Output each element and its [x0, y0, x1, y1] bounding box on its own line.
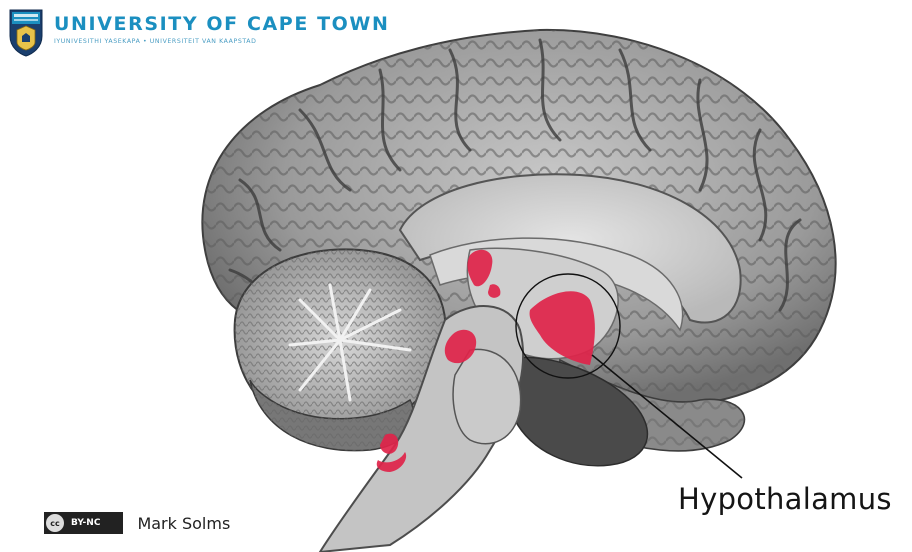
license-badge: cc BY-NC [44, 512, 123, 534]
university-crest-icon [8, 6, 44, 58]
university-title: UNIVERSITY OF CAPE TOWN [54, 14, 389, 34]
hypothalamus-label: Hypothalamus [678, 482, 892, 516]
footer: cc BY-NC Mark Solms [44, 512, 230, 534]
author-credit: Mark Solms [137, 514, 230, 533]
license-text: BY-NC [71, 518, 100, 528]
cc-icon: cc [45, 513, 65, 533]
university-subtitle: IYUNIVESITHI YASEKAPA • UNIVERSITEIT VAN… [54, 38, 389, 45]
university-header: UNIVERSITY OF CAPE TOWN IYUNIVESITHI YAS… [8, 6, 389, 58]
